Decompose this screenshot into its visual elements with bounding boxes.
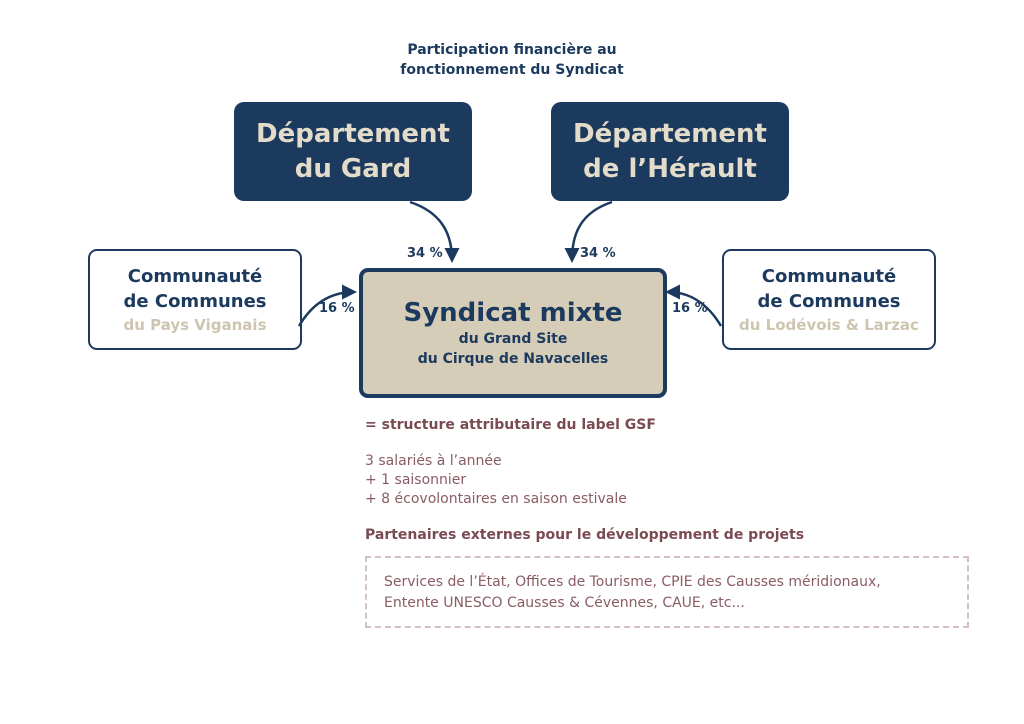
community-lodevois-line-2: de Communes [757, 290, 901, 312]
percentage-herault: 34 % [580, 246, 616, 261]
partners-box: Services de l’État, Offices de Tourisme,… [365, 556, 969, 628]
title-line-2: fonctionnement du Syndicat [400, 62, 624, 78]
percentage-viganais: 16 % [319, 301, 355, 316]
staff-item: + 1 saisonnier [365, 472, 467, 488]
partners-line-2: Entente UNESCO Causses & Cévennes, CAUE,… [384, 595, 745, 611]
department-herault-line-2: de l’Hérault [583, 153, 757, 184]
community-viganais-line-3: du Pays Viganais [123, 315, 267, 334]
attribution-label: = structure attributaire du label GSF [365, 417, 656, 433]
title-line-1: Participation financière au [407, 42, 617, 58]
syndicat-box: Syndicat mixte du Grand Site du Cirque d… [359, 268, 667, 398]
staff-item: + 8 écovolontaires en saison estivale [365, 491, 627, 507]
department-herault-line-1: Département [573, 118, 767, 149]
syndicat-line-1: Syndicat mixte [403, 298, 623, 328]
community-lodevois-line-1: Communauté [761, 265, 897, 287]
community-lodevois-line-3: du Lodévois & Larzac [739, 315, 919, 334]
staff-list: 3 salariés à l’année + 1 saisonnier + 8 … [365, 452, 627, 509]
partners-title: Partenaires externes pour le développeme… [365, 527, 805, 543]
percentage-lodevois: 16 % [672, 301, 708, 316]
syndicat-line-3: du Cirque de Navacelles [417, 351, 609, 367]
community-viganais-box: Communauté de Communes du Pays Viganais [88, 249, 302, 350]
percentage-gard: 34 % [407, 246, 443, 261]
department-gard-box: Département du Gard [234, 102, 472, 201]
staff-item: 3 salariés à l’année [365, 453, 502, 469]
syndicat-line-2: du Grand Site [458, 331, 568, 347]
department-gard-line-1: Département [256, 118, 450, 149]
partners-line-1: Services de l’État, Offices de Tourisme,… [384, 574, 881, 590]
community-lodevois-box: Communauté de Communes du Lodévois & Lar… [722, 249, 936, 350]
department-herault-box: Département de l’Hérault [551, 102, 789, 201]
community-viganais-line-1: Communauté [127, 265, 263, 287]
department-gard-line-2: du Gard [294, 153, 412, 184]
diagram-title: Participation financière au fonctionneme… [312, 40, 712, 80]
community-viganais-line-2: de Communes [123, 290, 267, 312]
